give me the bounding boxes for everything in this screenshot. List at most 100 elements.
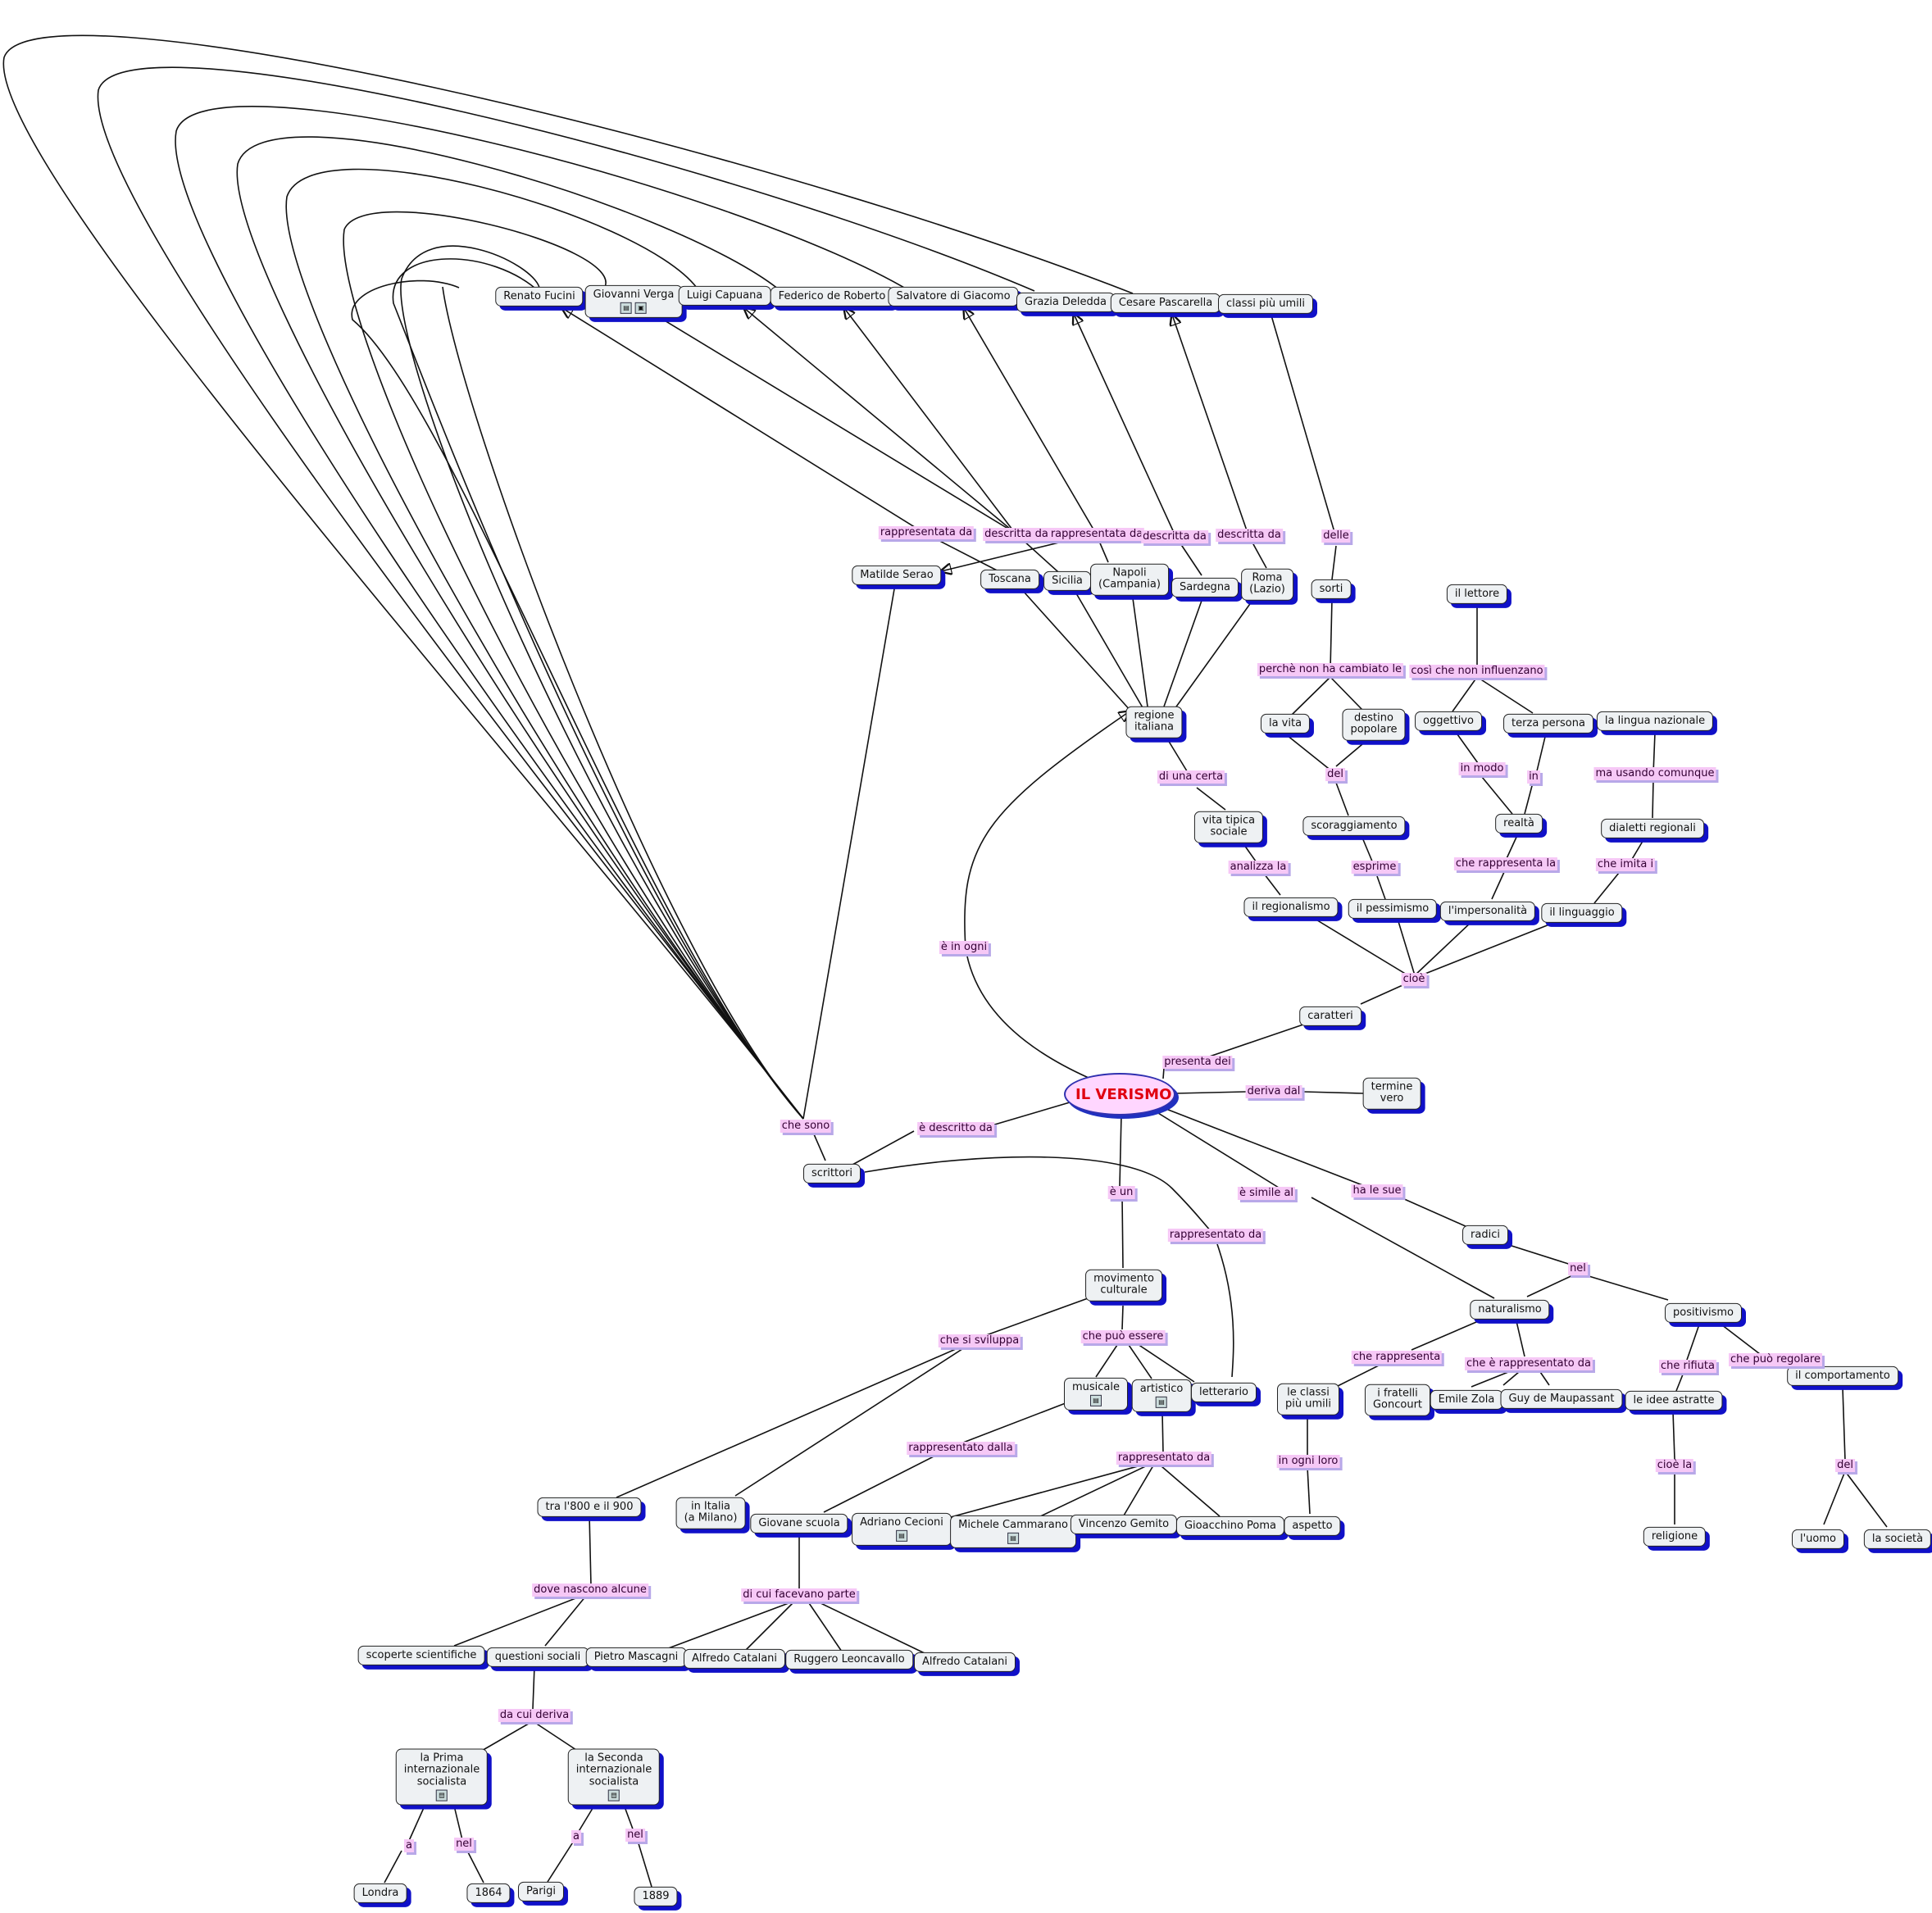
node-scoperte-scientifiche[interactable]: scoperte scientifiche xyxy=(357,1645,485,1666)
node-destino-popolare[interactable]: destino popolare xyxy=(1342,708,1406,741)
node-alfredo-catalani-2[interactable]: Alfredo Catalani xyxy=(913,1652,1016,1673)
node-aspetto[interactable]: aspetto xyxy=(1284,1515,1341,1537)
node-adriano-cecioni[interactable]: Adriano Cecioni▤ xyxy=(852,1512,952,1547)
edge xyxy=(1290,676,1331,716)
node-luigi-capuana[interactable]: Luigi Capuana xyxy=(678,285,771,307)
document-icon[interactable]: ▤ xyxy=(607,1789,620,1802)
node-cesare-pascarella[interactable]: Cesare Pascarella xyxy=(1110,293,1221,314)
edge xyxy=(1163,598,1203,707)
node-caratteri[interactable]: caratteri xyxy=(1299,1006,1361,1027)
link-label: perchè non ha cambiato le xyxy=(1257,663,1404,676)
node-scoraggiamento[interactable]: scoraggiamento xyxy=(1302,816,1406,837)
node-ruggero-leoncavallo[interactable]: Ruggero Leoncavallo xyxy=(785,1649,913,1670)
node-michele-cammarano[interactable]: Michele Cammarano▤ xyxy=(950,1515,1076,1549)
link-label: dove nascono alcune xyxy=(532,1584,648,1597)
node-regione-italiana[interactable]: regione italiana xyxy=(1125,706,1183,738)
node-salvatore-di-giacomo[interactable]: Salvatore di Giacomo xyxy=(888,286,1019,307)
node-la-societa[interactable]: la società xyxy=(1863,1529,1932,1550)
node-prima-internazionale[interactable]: la Prima internazionale socialista▤ xyxy=(395,1748,489,1806)
node-scrittori[interactable]: scrittori xyxy=(803,1163,861,1184)
node-sicilia[interactable]: Sicilia xyxy=(1043,570,1091,592)
document-icon[interactable]: ▤ xyxy=(896,1530,907,1543)
node-londra[interactable]: Londra xyxy=(353,1883,407,1904)
edge xyxy=(1155,1461,1221,1517)
edge xyxy=(1842,1387,1846,1461)
node-artistico[interactable]: artistico▤ xyxy=(1131,1379,1192,1413)
node-seconda-internazionale[interactable]: la Seconda internazionale socialista▤ xyxy=(567,1748,661,1806)
node-renato-fucini[interactable]: Renato Fucini xyxy=(495,286,584,307)
node-il-linguaggio[interactable]: il linguaggio xyxy=(1541,902,1623,924)
node-gioacchino-poma[interactable]: Gioacchino Poma xyxy=(1175,1515,1285,1537)
document-icon[interactable]: ▤ xyxy=(435,1789,448,1802)
edge xyxy=(1134,1342,1195,1383)
edge xyxy=(384,1850,402,1883)
node-giovane-scuola[interactable]: Giovane scuola xyxy=(750,1513,848,1534)
node-toscana[interactable]: Toscana xyxy=(980,569,1039,590)
node-questioni-sociali[interactable]: questioni sociali xyxy=(486,1647,589,1668)
node-oggettivo[interactable]: oggettivo xyxy=(1415,711,1482,732)
node-classi-piu-umili[interactable]: classi più umili xyxy=(1218,293,1313,315)
edge xyxy=(392,258,804,1120)
node-il-regionalismo[interactable]: il regionalismo xyxy=(1243,897,1339,918)
edge xyxy=(1147,1106,1280,1188)
node-il-lettore[interactable]: il lettore xyxy=(1446,584,1508,605)
link-label: in ogni loro xyxy=(1276,1455,1340,1468)
edge xyxy=(1672,1411,1675,1460)
node-naturalismo[interactable]: naturalismo xyxy=(1470,1299,1550,1320)
edge xyxy=(1271,315,1337,538)
edge xyxy=(1721,1324,1761,1355)
node-terza-persona[interactable]: terza persona xyxy=(1503,713,1593,734)
node-federico-de-roberto[interactable]: Federico de Roberto xyxy=(770,286,894,307)
node-vincenzo-gemito[interactable]: Vincenzo Gemito xyxy=(1070,1514,1178,1535)
document-icon[interactable]: ▤ xyxy=(1007,1533,1019,1545)
node-l-impersonalita[interactable]: l'impersonalità xyxy=(1439,901,1536,922)
node-il-pessimismo[interactable]: il pessimismo xyxy=(1348,898,1438,920)
node-i-fratelli-goncourt[interactable]: i fratelli Goncourt xyxy=(1364,1384,1431,1416)
link-label: rappresentato da xyxy=(1167,1229,1264,1242)
node-guy-de-maupassant[interactable]: Guy de Maupassant xyxy=(1500,1388,1623,1410)
node-l-uomo[interactable]: l'uomo xyxy=(1792,1529,1844,1550)
edge xyxy=(1161,1411,1164,1454)
document-icon[interactable]: ▤ xyxy=(1089,1395,1102,1407)
node-matilde-serao[interactable]: Matilde Serao xyxy=(852,565,942,586)
node-termine-vero[interactable]: termine vero xyxy=(1362,1077,1421,1110)
node-1889[interactable]: 1889 xyxy=(634,1886,678,1907)
document-icon[interactable]: ▤ xyxy=(621,302,632,315)
node-vita-tipica-sociale[interactable]: vita tipica sociale xyxy=(1193,811,1264,843)
node-parigi[interactable]: Parigi xyxy=(517,1881,565,1902)
edge xyxy=(852,1130,915,1166)
document-icon[interactable]: ▤ xyxy=(1155,1397,1167,1409)
node-roma[interactable]: Roma (Lazio) xyxy=(1241,568,1293,601)
node-radici[interactable]: radici xyxy=(1462,1225,1508,1246)
node-1864[interactable]: 1864 xyxy=(466,1883,511,1904)
image-icon[interactable]: ▣ xyxy=(635,302,647,315)
node-tra-800-900[interactable]: tra l'800 e il 900 xyxy=(537,1497,642,1518)
node-pietro-mascagni[interactable]: Pietro Mascagni xyxy=(585,1647,687,1668)
node-musicale[interactable]: musicale▤ xyxy=(1063,1377,1129,1411)
node-dialetti-regionali[interactable]: dialetti regionali xyxy=(1601,818,1704,839)
node-alfredo-catalani-1[interactable]: Alfredo Catalani xyxy=(683,1648,786,1670)
link-label: che rappresenta la xyxy=(1453,857,1558,870)
node-sardegna[interactable]: Sardegna xyxy=(1171,577,1239,598)
node-le-classi-piu-umili[interactable]: le classi più umili xyxy=(1277,1383,1339,1415)
link-label: a xyxy=(404,1839,414,1852)
edge xyxy=(815,1600,927,1655)
node-letterario[interactable]: letterario xyxy=(1190,1382,1257,1403)
node-giovanni-verga[interactable]: Giovanni Verga▤▣ xyxy=(584,284,683,319)
edge xyxy=(1172,315,1249,536)
edge xyxy=(983,1102,1071,1129)
node-realta[interactable]: realtà xyxy=(1495,813,1543,834)
root-concept-verismo[interactable]: IL VERISMO xyxy=(1064,1073,1175,1116)
node-positivismo[interactable]: positivismo xyxy=(1665,1302,1742,1324)
node-la-lingua-nazionale[interactable]: la lingua nazionale xyxy=(1596,711,1714,732)
node-napoli[interactable]: Napoli (Campania) xyxy=(1090,563,1169,596)
node-la-vita[interactable]: la vita xyxy=(1260,713,1311,734)
node-movimento-culturale[interactable]: movimento culturale xyxy=(1085,1269,1162,1302)
node-religione[interactable]: religione xyxy=(1643,1526,1707,1547)
node-emile-zola[interactable]: Emile Zola xyxy=(1430,1389,1503,1411)
node-in-italia[interactable]: in Italia (a Milano) xyxy=(675,1497,746,1529)
node-le-idee-astratte[interactable]: le idee astratte xyxy=(1625,1390,1723,1411)
node-sorti[interactable]: sorti xyxy=(1311,579,1352,600)
node-grazia-deledda[interactable]: Grazia Deledda xyxy=(1016,292,1116,313)
node-il-comportamento[interactable]: il comportamento xyxy=(1787,1365,1898,1387)
